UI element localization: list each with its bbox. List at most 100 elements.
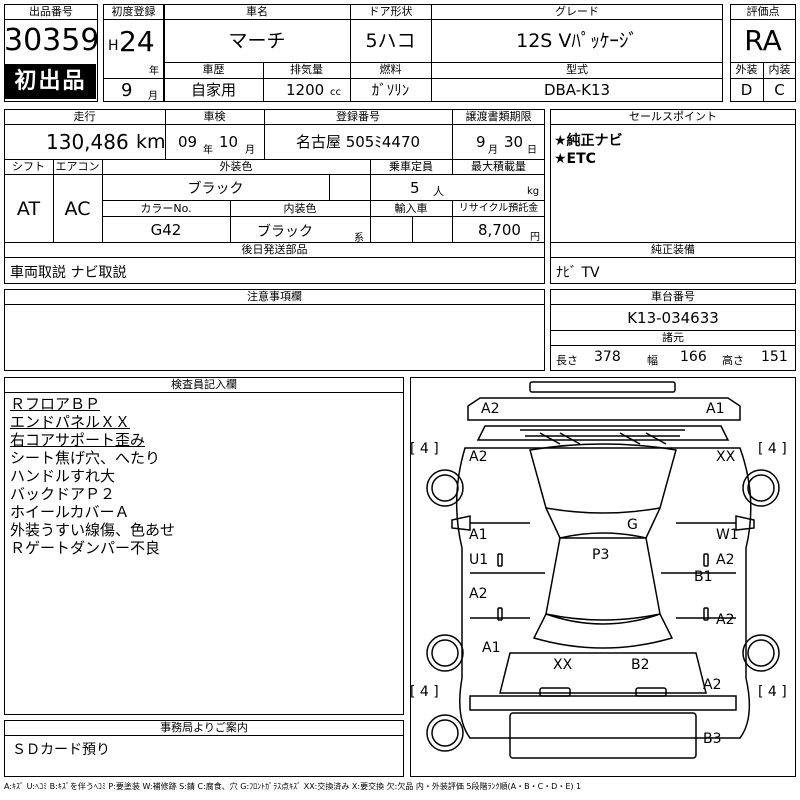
inspection-year: 09 — [178, 133, 198, 151]
ext-color: ブラック — [187, 181, 244, 197]
divider — [431, 4, 432, 62]
damage-mark: G — [627, 517, 638, 533]
tire-mark: [ 4 ] — [758, 684, 787, 700]
inspector-note: ハンドルすれ大 — [10, 467, 116, 485]
inspector-note: バックドアＰ２ — [10, 485, 116, 503]
later-parts: 車両取説 ナビ取説 — [10, 265, 127, 281]
deadline-day: 30 — [504, 133, 524, 151]
year-unit: 年 — [149, 66, 159, 77]
listing-no: 30359 — [4, 23, 100, 58]
history-label: 車歴 — [202, 63, 225, 76]
disp: 1200 — [286, 81, 325, 99]
divider — [102, 159, 103, 243]
recycle: 8,700 — [478, 221, 521, 239]
office-label: 事務局よりご案内 — [160, 721, 248, 734]
color-no-label: カラーNo. — [140, 202, 192, 215]
month-unit: 月 — [148, 91, 158, 102]
damage-mark: A2 — [481, 401, 500, 417]
divider — [4, 19, 98, 20]
divider — [102, 216, 545, 217]
eval-label: 評価点 — [746, 5, 780, 18]
int-color-label: 内装色 — [283, 202, 317, 215]
divider — [4, 174, 545, 175]
damage-mark: A2 — [469, 586, 488, 602]
damage-mark: B3 — [703, 731, 722, 747]
disp-label: 排気量 — [290, 63, 323, 76]
ext-grade: D — [740, 81, 753, 99]
fuel: ｶﾞｿﾘﾝ — [371, 81, 410, 99]
divider — [264, 109, 265, 159]
divider — [550, 345, 796, 346]
divider — [230, 200, 231, 243]
max-load-unit: kg — [527, 186, 540, 197]
ac: AC — [64, 198, 91, 220]
import-label: 輸入車 — [394, 202, 428, 215]
divider — [263, 62, 264, 102]
capacity: 5 — [410, 179, 420, 197]
shift-label: シフト — [12, 160, 45, 173]
width-label: 幅 — [647, 354, 658, 367]
divider — [164, 19, 723, 20]
deadline-month-unit: 月 — [488, 145, 498, 156]
damage-mark: XX — [553, 657, 573, 673]
model: DBA-K13 — [543, 81, 611, 99]
ext-label: 外装 — [735, 63, 758, 76]
damage-mark: XX — [716, 449, 736, 465]
later-parts-box — [4, 242, 545, 284]
office-box — [4, 720, 404, 777]
era: H — [108, 38, 119, 54]
divider — [164, 62, 723, 63]
damage-mark: A2 — [469, 449, 488, 465]
length-label: 長さ — [556, 354, 578, 367]
inspection-year-unit: 年 — [203, 145, 213, 156]
specs-label: 諸元 — [662, 331, 684, 344]
divider — [452, 200, 453, 243]
sales-points-label: セールスポイント — [629, 110, 717, 123]
first-reg-label: 初度登録 — [111, 5, 156, 18]
disp-unit: cc — [330, 87, 341, 98]
first-listing-badge: 初出品 — [5, 64, 96, 99]
ext-color-label: 外装色 — [219, 160, 253, 173]
divider — [431, 62, 432, 102]
sales-point-1: ★純正ナビ — [554, 133, 623, 149]
divider — [103, 78, 164, 79]
damage-mark: A1 — [706, 401, 725, 417]
mileage-label: 走行 — [73, 110, 96, 123]
inspector-note: 外装うすい線傷、色あせ — [10, 521, 176, 539]
shift: AT — [16, 198, 41, 220]
history: 自家用 — [190, 81, 236, 99]
inspector-note: シート焦げ穴、へたり — [10, 449, 161, 467]
tire-mark: [ 4 ] — [758, 441, 787, 457]
height-label: 高さ — [722, 354, 744, 367]
deadline-month: 9 — [476, 133, 486, 151]
car-diagram — [426, 381, 780, 759]
tire-mark: [ 4 ] — [410, 684, 439, 700]
divider — [4, 304, 545, 305]
car-name-grade-block — [164, 4, 723, 102]
listing-no-cell — [4, 4, 98, 102]
divider — [4, 124, 545, 125]
deadline-day-unit: 日 — [527, 145, 537, 156]
model-label: 型式 — [566, 63, 588, 76]
genuine-equipment: ﾅﾋﾞ TV — [556, 265, 600, 281]
divider — [4, 257, 545, 258]
int-color-unit: 系 — [354, 233, 364, 244]
inspector-note: ＲフロアＢＰ — [10, 395, 101, 413]
max-load-label: 最大積載量 — [471, 160, 526, 173]
inspection-month: 10 — [219, 133, 239, 151]
divider — [370, 159, 371, 243]
caution-label: 注意事項欄 — [247, 290, 302, 303]
divider — [550, 124, 796, 125]
divider — [329, 174, 330, 200]
damage-mark: B1 — [694, 569, 713, 585]
office-note: ＳＤカード預り — [12, 742, 110, 758]
legend-footer: A:ｷｽﾞ U:ﾍｺﾐ B:ｷｽﾞを伴うﾍｺﾐ P:要塗装 W:補修跡 S:錆 … — [4, 782, 582, 791]
inspector-note: 右コアサポート歪み — [10, 431, 146, 449]
caution-box — [4, 289, 545, 371]
chassis-number: K13-034633 — [627, 309, 719, 327]
first-reg-month: 9 — [121, 80, 133, 101]
chassis-label: 車台番号 — [651, 290, 695, 303]
damage-mark: B2 — [631, 657, 650, 673]
damage-mark: A2 — [716, 612, 735, 628]
first-reg-cell — [103, 4, 164, 102]
